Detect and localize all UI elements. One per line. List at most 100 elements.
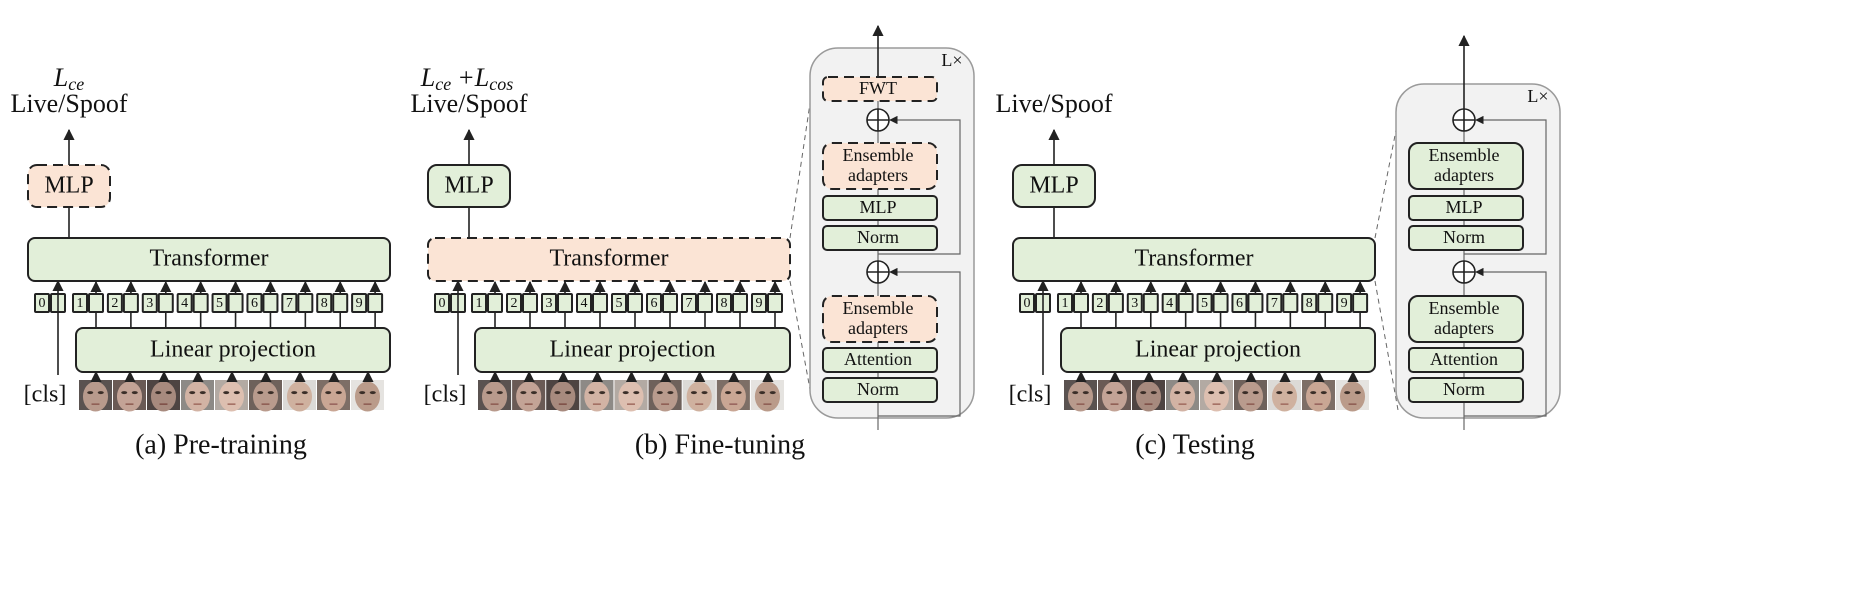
block-mlp-box xyxy=(1408,195,1524,221)
face-thumbnail-mouth xyxy=(193,403,202,405)
face-thumbnail-eye xyxy=(1320,391,1327,395)
face-thumbnail-skin xyxy=(720,381,746,412)
face-thumbnail-eye xyxy=(1174,391,1181,395)
repeat-count-label: L× xyxy=(941,50,962,70)
face-thumbnail-eye xyxy=(769,391,776,395)
face-patch-image xyxy=(1064,380,1097,412)
face-patch-image xyxy=(478,380,512,412)
token-position-b xyxy=(716,293,732,313)
face-thumbnail-eye xyxy=(369,391,376,395)
transformer-box-b xyxy=(427,237,791,282)
face-thumbnail-mouth xyxy=(363,403,372,405)
token-embedding-a xyxy=(227,293,244,313)
token-position-c xyxy=(1126,293,1143,313)
token-embedding-a xyxy=(262,293,279,313)
token-index-label: 2 xyxy=(111,296,118,311)
face-thumbnail-eye xyxy=(520,391,527,395)
face-thumbnail-mouth xyxy=(261,403,270,405)
token-index-label: 0 xyxy=(39,296,46,311)
token-index-label: 9 xyxy=(1341,296,1348,311)
face-thumbnail-eye xyxy=(291,391,298,395)
token-index-label: 6 xyxy=(651,296,658,311)
zoom-line xyxy=(789,89,813,239)
face-patch-image xyxy=(1132,380,1165,412)
token-index-label: 6 xyxy=(251,296,258,311)
face-patch-image xyxy=(317,380,350,412)
face-patch-image xyxy=(249,380,282,412)
face-thumbnail-eye xyxy=(1140,391,1147,395)
loss-term: L xyxy=(53,63,68,92)
face-thumbnail-eye xyxy=(622,391,629,395)
token-index-label: 6 xyxy=(1236,296,1243,311)
token-embedding-b xyxy=(627,293,643,313)
face-thumbnail-mouth xyxy=(329,403,338,405)
mlp-label-b: MLP xyxy=(444,173,493,199)
residual-connection xyxy=(1464,115,1547,255)
face-thumbnail-eye xyxy=(1072,391,1079,395)
face-patch-image xyxy=(1302,380,1335,412)
face-thumbnail-eye xyxy=(1354,391,1361,395)
face-thumbnail-mouth xyxy=(627,403,635,405)
face-thumbnail-eye xyxy=(189,391,196,395)
token-index-label: 5 xyxy=(1201,296,1208,311)
norm-lower-box xyxy=(1408,377,1524,403)
face-thumbnail-eye xyxy=(87,391,94,395)
token-embedding-a xyxy=(367,293,384,313)
token-index-label: 4 xyxy=(581,296,588,311)
label-line: adapters xyxy=(848,165,908,185)
token-index-label: 5 xyxy=(216,296,223,311)
token-embedding-a xyxy=(192,293,209,313)
face-patch-image xyxy=(546,380,580,412)
loss-label-b: Lce+Lcos xyxy=(420,63,513,94)
face-thumbnail-eye xyxy=(1218,391,1225,395)
token-index-label: 9 xyxy=(756,296,763,311)
label-line: Ensemble xyxy=(1429,298,1500,318)
face-patch-image xyxy=(716,380,750,412)
residual-connection xyxy=(878,267,961,417)
face-patch-image xyxy=(580,380,614,412)
token-embedding-a xyxy=(297,293,314,313)
caption-a: (a) Pre-training xyxy=(135,429,307,460)
token-position-a xyxy=(72,293,88,313)
face-patch-image xyxy=(181,380,214,412)
face-thumbnail-eye xyxy=(1276,391,1283,395)
face-thumbnail-eye xyxy=(155,391,162,395)
token-position-c xyxy=(1019,293,1035,313)
token-embedding-c xyxy=(1352,293,1369,313)
token-position-c xyxy=(1266,293,1283,313)
face-patch-image xyxy=(750,380,784,412)
token-position-a xyxy=(351,293,368,313)
caption-c: (c) Testing xyxy=(1135,429,1255,460)
face-thumbnail-eye xyxy=(1286,391,1293,395)
linear-projection-label-b: Linear projection xyxy=(550,337,716,363)
token-index-label: 3 xyxy=(146,296,153,311)
face-thumbnail-eye xyxy=(1184,391,1191,395)
linear-projection-label-a: Linear projection xyxy=(150,337,316,363)
face-thumbnail-eye xyxy=(554,391,561,395)
token-embedding-c xyxy=(1317,293,1334,313)
label-line: adapters xyxy=(848,318,908,338)
token-position-a xyxy=(176,293,193,313)
face-thumbnail-skin xyxy=(618,381,644,412)
label-line: Ensemble xyxy=(843,298,914,318)
token-embedding-c xyxy=(1177,293,1194,313)
face-thumbnail-mouth xyxy=(91,403,100,405)
face-thumbnail-mouth xyxy=(763,403,772,405)
face-thumbnail-skin xyxy=(286,381,313,412)
token-embedding-b xyxy=(662,293,678,313)
face-thumbnail-eye xyxy=(335,391,342,395)
transformer-box-a xyxy=(27,237,391,282)
token-index-label: 0 xyxy=(439,296,446,311)
norm-upper-label: Norm xyxy=(857,227,899,247)
face-thumbnail-eye xyxy=(1242,391,1249,395)
face-thumbnail-eye xyxy=(1106,391,1113,395)
face-patch-image xyxy=(113,380,146,412)
norm-upper-label: Norm xyxy=(1443,227,1485,247)
transformer-label-c: Transformer xyxy=(1134,246,1253,272)
face-thumbnail-mouth xyxy=(1144,403,1153,405)
token-position-c xyxy=(1057,293,1073,313)
face-thumbnail-mouth xyxy=(159,403,168,405)
token-embedding-a xyxy=(157,293,174,313)
loss-subscript: ce xyxy=(435,74,451,94)
